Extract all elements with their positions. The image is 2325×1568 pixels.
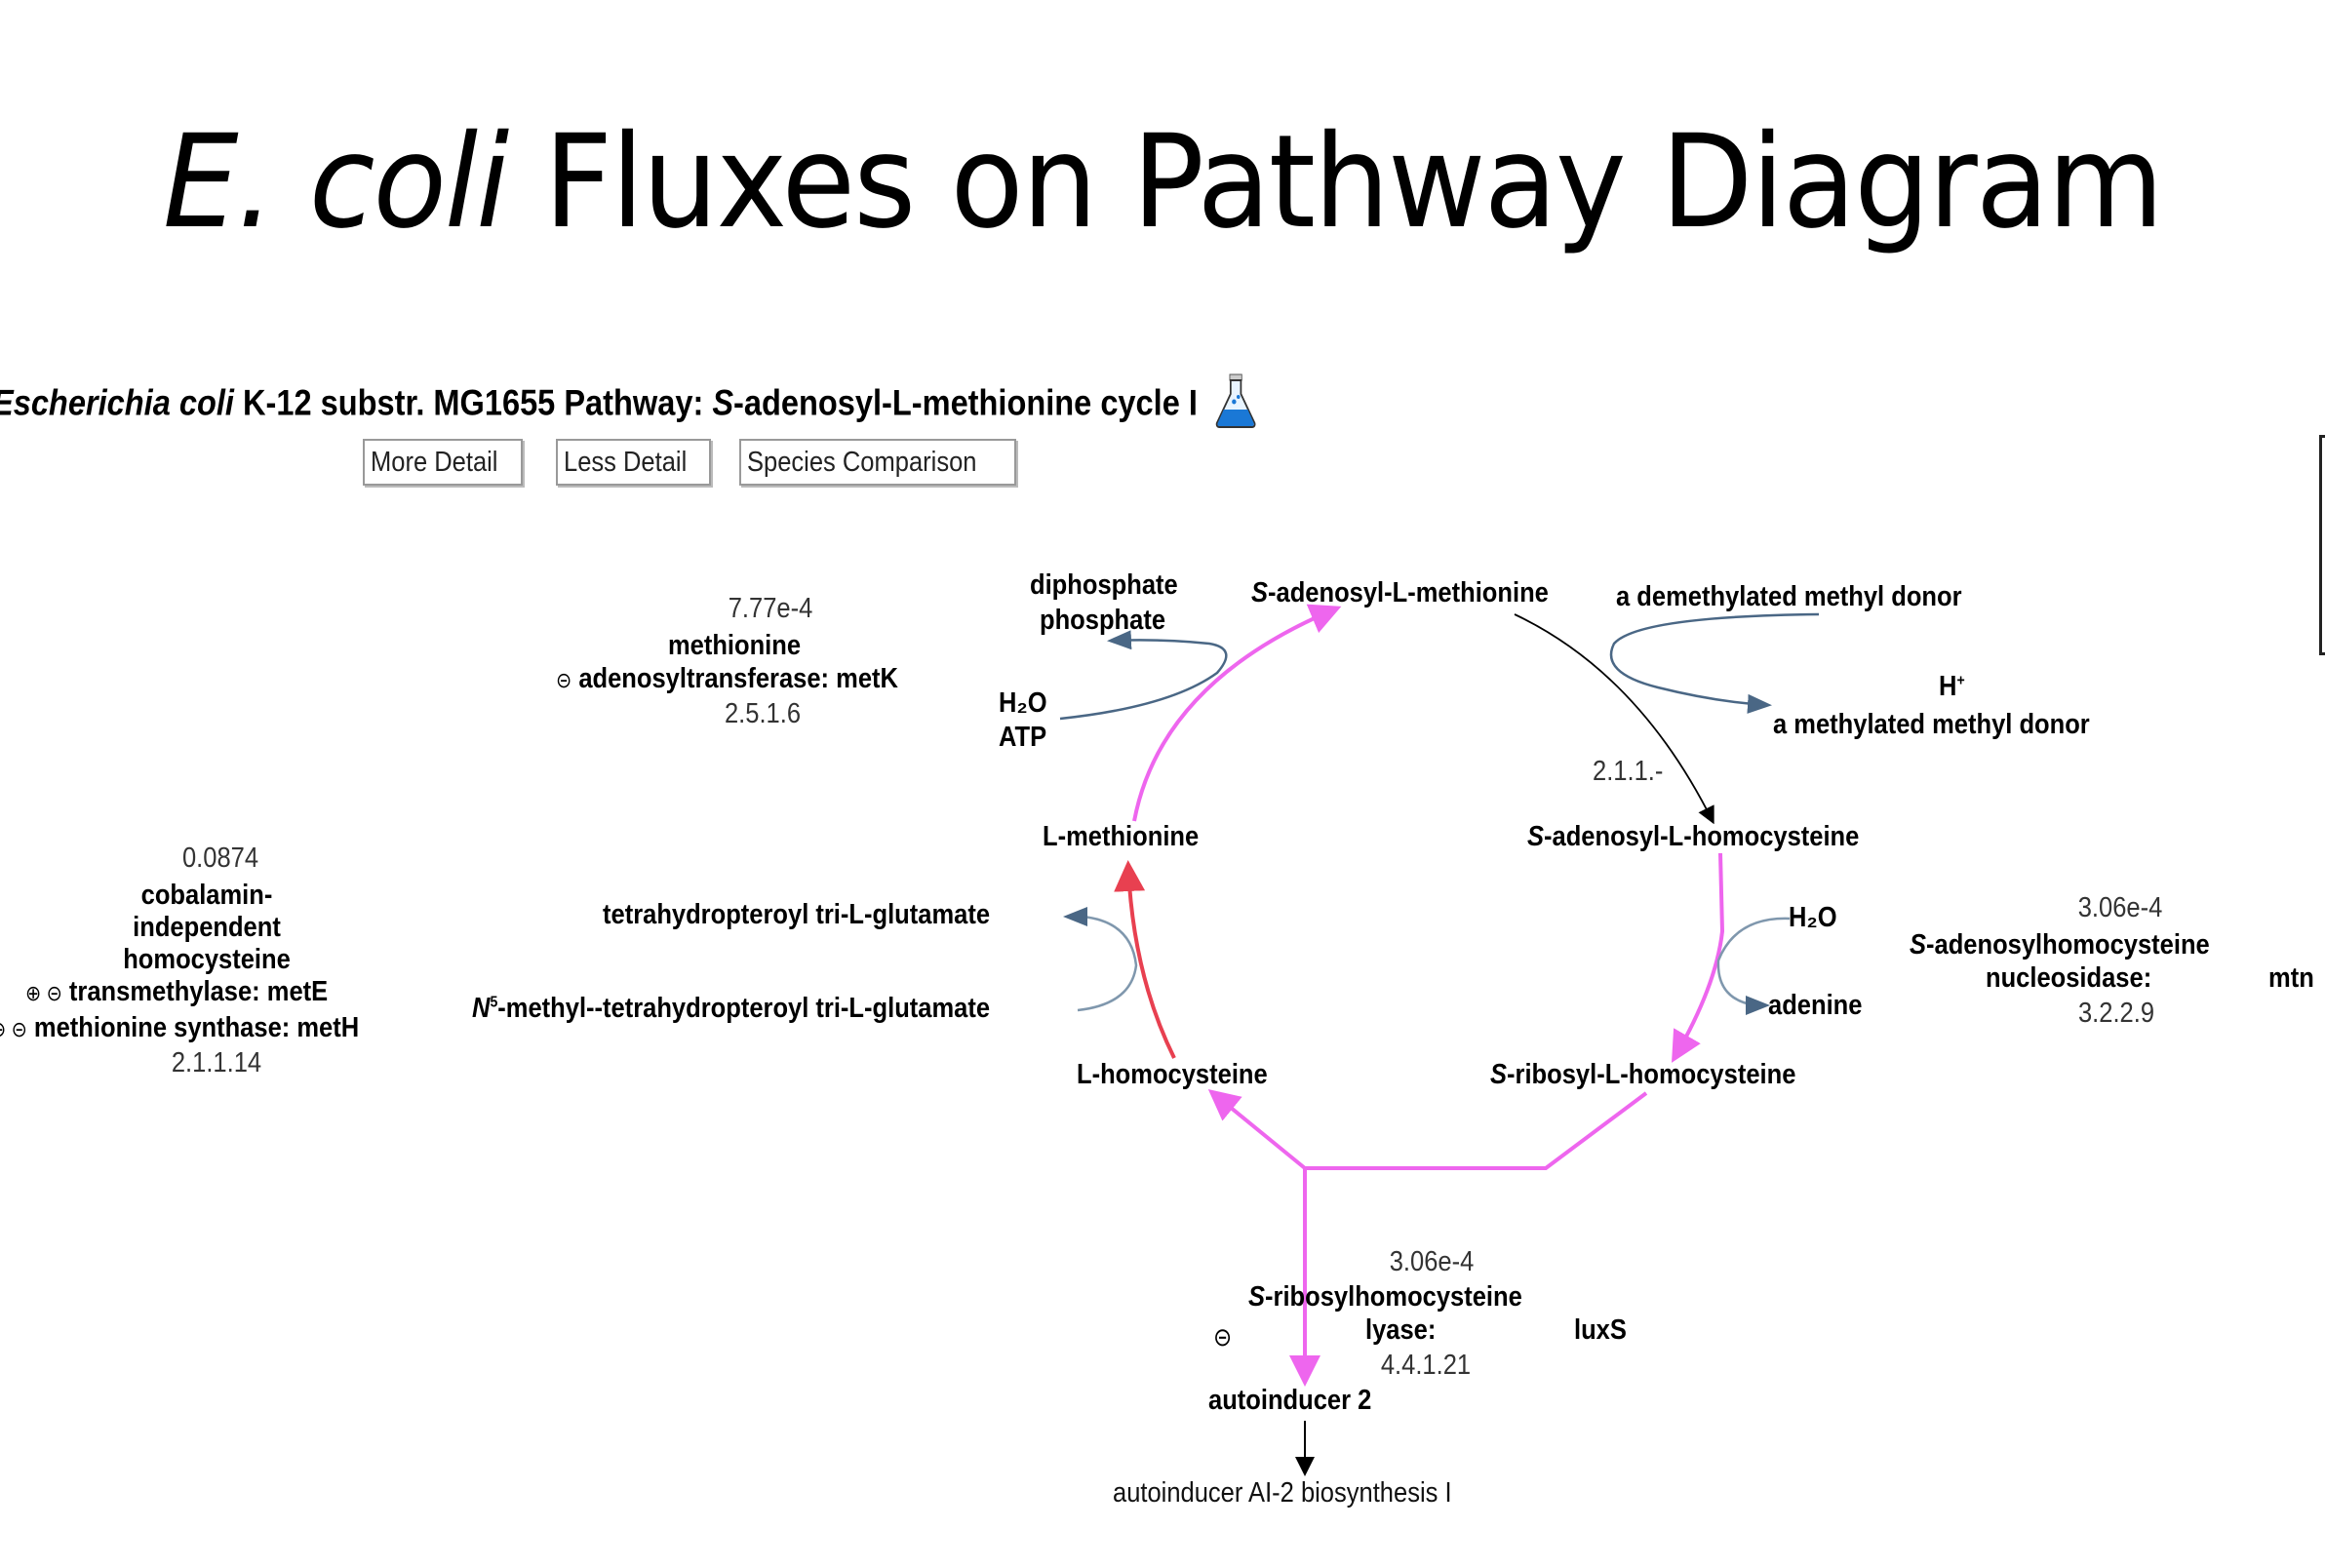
link-downstream-pathway[interactable]: autoinducer AI-2 biosynthesis I bbox=[1113, 1477, 1452, 1509]
edge-metE-metH bbox=[1114, 860, 1176, 1059]
compound-autoinducer-2[interactable]: autoinducer 2 bbox=[1208, 1385, 1372, 1416]
ec-luxs[interactable]: 4.4.1.21 bbox=[1380, 1350, 1472, 1381]
header-mid: K-12 substr. MG1655 Pathway: bbox=[233, 382, 713, 423]
activation-inhibition-icons: ⊕ ⊝ bbox=[25, 981, 62, 1005]
edge-luxS-to-homocysteine bbox=[1207, 1088, 1307, 1170]
organism-name: Escherichia coli bbox=[0, 382, 234, 423]
compound-sah[interactable]: S-adenosyl-L-homocysteine bbox=[1527, 821, 1860, 852]
ec-mete-meth[interactable]: 2.1.1.14 bbox=[171, 1047, 262, 1078]
compound-l-homocysteine[interactable]: L-homocysteine bbox=[1077, 1059, 1268, 1090]
edge-mtn bbox=[1672, 852, 1725, 1063]
header-s-prefix: S bbox=[712, 382, 734, 423]
enzyme-mete-line1[interactable]: cobalamin- bbox=[140, 880, 273, 911]
compound-adenine[interactable]: adenine bbox=[1768, 990, 1863, 1021]
enzyme-luxs-line1[interactable]: S-ribosylhomocysteine bbox=[1248, 1281, 1522, 1313]
enzyme-metk-line2[interactable]: ⊝ adenosyltransferase: metK bbox=[556, 663, 898, 694]
compound-l-methionine[interactable]: L-methionine bbox=[1043, 821, 1200, 852]
title-italic: E. coli bbox=[163, 107, 509, 257]
compound-atp[interactable]: ATP bbox=[999, 722, 1047, 753]
partial-panel-edge bbox=[2319, 435, 2325, 655]
compound-sam[interactable]: S-adenosyl-L-methionine bbox=[1251, 577, 1549, 608]
compound-h2o-metk[interactable]: H₂O bbox=[999, 687, 1047, 719]
enzyme-mete-line4[interactable]: ⊕ ⊝ transmethylase: metE bbox=[25, 976, 329, 1007]
flux-metk: 7.77e-4 bbox=[728, 593, 813, 624]
compound-phosphate[interactable]: phosphate bbox=[1040, 605, 1166, 636]
edge-metK bbox=[1132, 604, 1342, 822]
enzyme-mtn-line1[interactable]: S-adenosylhomocysteine bbox=[1910, 929, 2210, 960]
slide-title: E. coli Fluxes on Pathway Diagram bbox=[81, 107, 2243, 257]
compound-demethylated-donor[interactable]: a demethylated methyl donor bbox=[1616, 581, 1962, 612]
pathway-header: Escherichia coli K-12 substr. MG1655 Pat… bbox=[0, 372, 1258, 438]
enzyme-mete-line2[interactable]: independent bbox=[133, 912, 281, 943]
ec-mtn[interactable]: 3.2.2.9 bbox=[2077, 998, 2155, 1029]
ec-methyltransferase[interactable]: 2.1.1.- bbox=[1593, 756, 1664, 787]
flux-mete-meth: 0.0874 bbox=[181, 843, 259, 874]
activation-inhibition-icons: ⊕ ⊝ bbox=[0, 1017, 27, 1041]
more-detail-button[interactable]: More Detail bbox=[363, 439, 524, 486]
compound-srh[interactable]: S-ribosyl-L-homocysteine bbox=[1490, 1059, 1796, 1090]
edge-metEH-side bbox=[1063, 907, 1138, 1012]
enzyme-meth-line5[interactable]: ⊕ ⊝ methionine synthase: metH bbox=[0, 1012, 359, 1044]
inhibition-icon: ⊝ bbox=[556, 668, 572, 692]
enzyme-metk-line1[interactable]: methionine bbox=[667, 630, 802, 661]
edge-methyl-donor-side bbox=[1609, 612, 1820, 714]
compound-methyl-thf[interactable]: N5-methyl--tetrahydropteroyl tri-L-gluta… bbox=[472, 993, 991, 1024]
flask-icon[interactable] bbox=[1213, 372, 1258, 438]
compound-h2o-mtn[interactable]: H₂O bbox=[1789, 902, 1837, 933]
species-comparison-button[interactable]: Species Comparison bbox=[739, 439, 1016, 486]
pathway-name: -adenosyl-L-methionine cycle I bbox=[733, 382, 1198, 423]
inhibition-icon: ⊝ bbox=[1213, 1322, 1233, 1352]
gene-luxs[interactable]: luxS bbox=[1574, 1314, 1627, 1346]
less-detail-button[interactable]: Less Detail bbox=[556, 439, 712, 486]
enzyme-mete-line3[interactable]: homocysteine bbox=[123, 944, 291, 975]
compound-thf-glu3[interactable]: tetrahydropteroyl tri-L-glutamate bbox=[603, 899, 991, 930]
flux-luxs: 3.06e-4 bbox=[1389, 1246, 1475, 1277]
enzyme-mtn-line2[interactable]: nucleosidase: bbox=[1986, 962, 2152, 994]
edge-luxS-from-srh bbox=[1305, 1091, 1648, 1170]
title-rest: Fluxes on Pathway Diagram bbox=[507, 107, 2164, 257]
edge-metK-side bbox=[1059, 630, 1228, 721]
flux-mtn: 3.06e-4 bbox=[2077, 892, 2163, 923]
compound-diphosphate[interactable]: diphosphate bbox=[1030, 569, 1178, 601]
edge-methyltransferase bbox=[1514, 613, 1714, 825]
gene-mtn[interactable]: mtn bbox=[2268, 962, 2314, 994]
compound-methylated-donor[interactable]: a methylated methyl donor bbox=[1773, 709, 2090, 740]
edge-mtn-side bbox=[1716, 917, 1791, 1015]
ec-metk[interactable]: 2.5.1.6 bbox=[724, 698, 802, 729]
enzyme-luxs-line2[interactable]: lyase: bbox=[1365, 1314, 1437, 1346]
compound-h-plus[interactable]: H+ bbox=[1939, 671, 1965, 702]
